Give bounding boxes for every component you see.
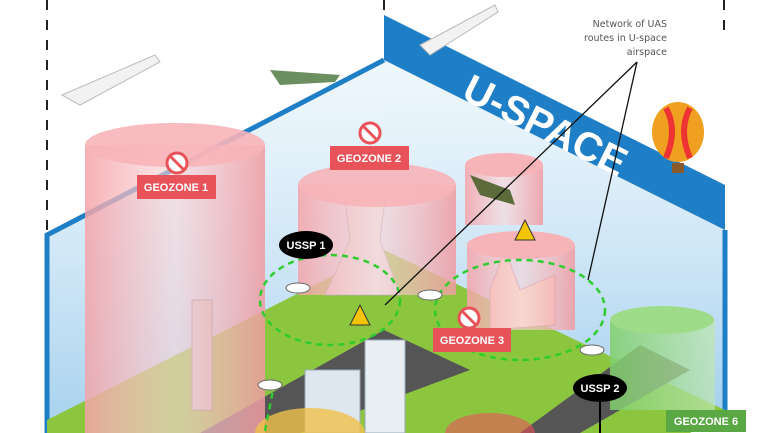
- annotation-line-2: routes in U-space: [584, 33, 667, 44]
- annotation-line-3: airspace: [627, 47, 667, 58]
- geozone-bottom-cylinder: [255, 408, 365, 433]
- ussp-1-badge: [279, 231, 333, 259]
- geozone-1-label: [137, 175, 216, 199]
- warning-icon: [514, 218, 536, 241]
- airplane-icon: [60, 4, 499, 106]
- uas-route[interactable]: [433, 258, 607, 362]
- uas-route[interactable]: [263, 379, 277, 432]
- geozone-2-label: [330, 146, 409, 170]
- annotation-pointer: [384, 61, 638, 306]
- uas-route[interactable]: [258, 253, 402, 347]
- geozone-2-text: GEOZONE 2: [337, 153, 401, 165]
- hot-air-balloon-icon: [652, 102, 704, 173]
- skyscraper: [364, 339, 406, 433]
- geozone-3-text: GEOZONE 3: [440, 335, 504, 347]
- propeller-plane-icon: [270, 70, 340, 85]
- box-edge: [44, 57, 386, 433]
- geozone-6-label: [666, 410, 746, 432]
- geozone-2-cylinder: [298, 163, 456, 295]
- helicopter-icon: [470, 175, 515, 205]
- ussp-2-badge: [573, 374, 627, 402]
- geozone-3-cylinder: [467, 231, 575, 330]
- ussp-1-text: USSP 1: [287, 240, 326, 252]
- geozone-6-cylinder: [610, 306, 715, 410]
- annotation-line-1: Network of UAS: [593, 19, 667, 30]
- drone-icon: [257, 282, 605, 391]
- warning-icon: [349, 303, 371, 326]
- geozone-1-cylinder: [85, 123, 265, 433]
- geozone-bottom-cylinder-2: [445, 413, 535, 433]
- ussp-2-text: USSP 2: [581, 383, 620, 395]
- geozone-3-label: [433, 328, 511, 352]
- geozone-6-text: GEOZONE 6: [674, 416, 738, 428]
- u-space-banner: [384, 15, 725, 230]
- geozone-1-text: GEOZONE 1: [144, 182, 208, 194]
